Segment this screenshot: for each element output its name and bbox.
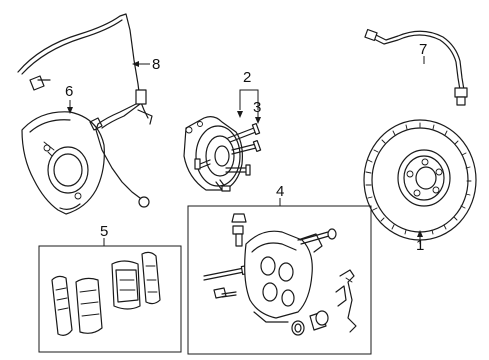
callout-5: 5 — [100, 223, 108, 240]
brake-rotor[interactable] — [363, 119, 477, 241]
leader-lines — [67, 56, 425, 246]
callout-6: 6 — [65, 83, 73, 100]
callout-1: 1 — [416, 237, 424, 254]
callout-3: 3 — [253, 99, 261, 116]
callout-2: 2 — [243, 69, 251, 86]
callout-7: 7 — [419, 41, 427, 58]
brake-hose[interactable] — [364, 28, 468, 106]
caliper-assembly-kit[interactable] — [187, 205, 372, 355]
callout-8: 8 — [152, 56, 160, 73]
callout-labels: 1 2 3 4 5 6 7 8 — [65, 41, 427, 254]
shield-bolt[interactable] — [29, 75, 51, 91]
wheel-stud[interactable] — [194, 123, 262, 192]
callout-4: 4 — [276, 183, 284, 200]
wheel-speed-sensor[interactable] — [17, 13, 153, 208]
splash-shield[interactable] — [21, 111, 105, 215]
leader-2 — [239, 89, 259, 110]
hub-and-bearing-assembly[interactable] — [183, 116, 243, 191]
brake-pad-kit[interactable] — [38, 245, 182, 353]
